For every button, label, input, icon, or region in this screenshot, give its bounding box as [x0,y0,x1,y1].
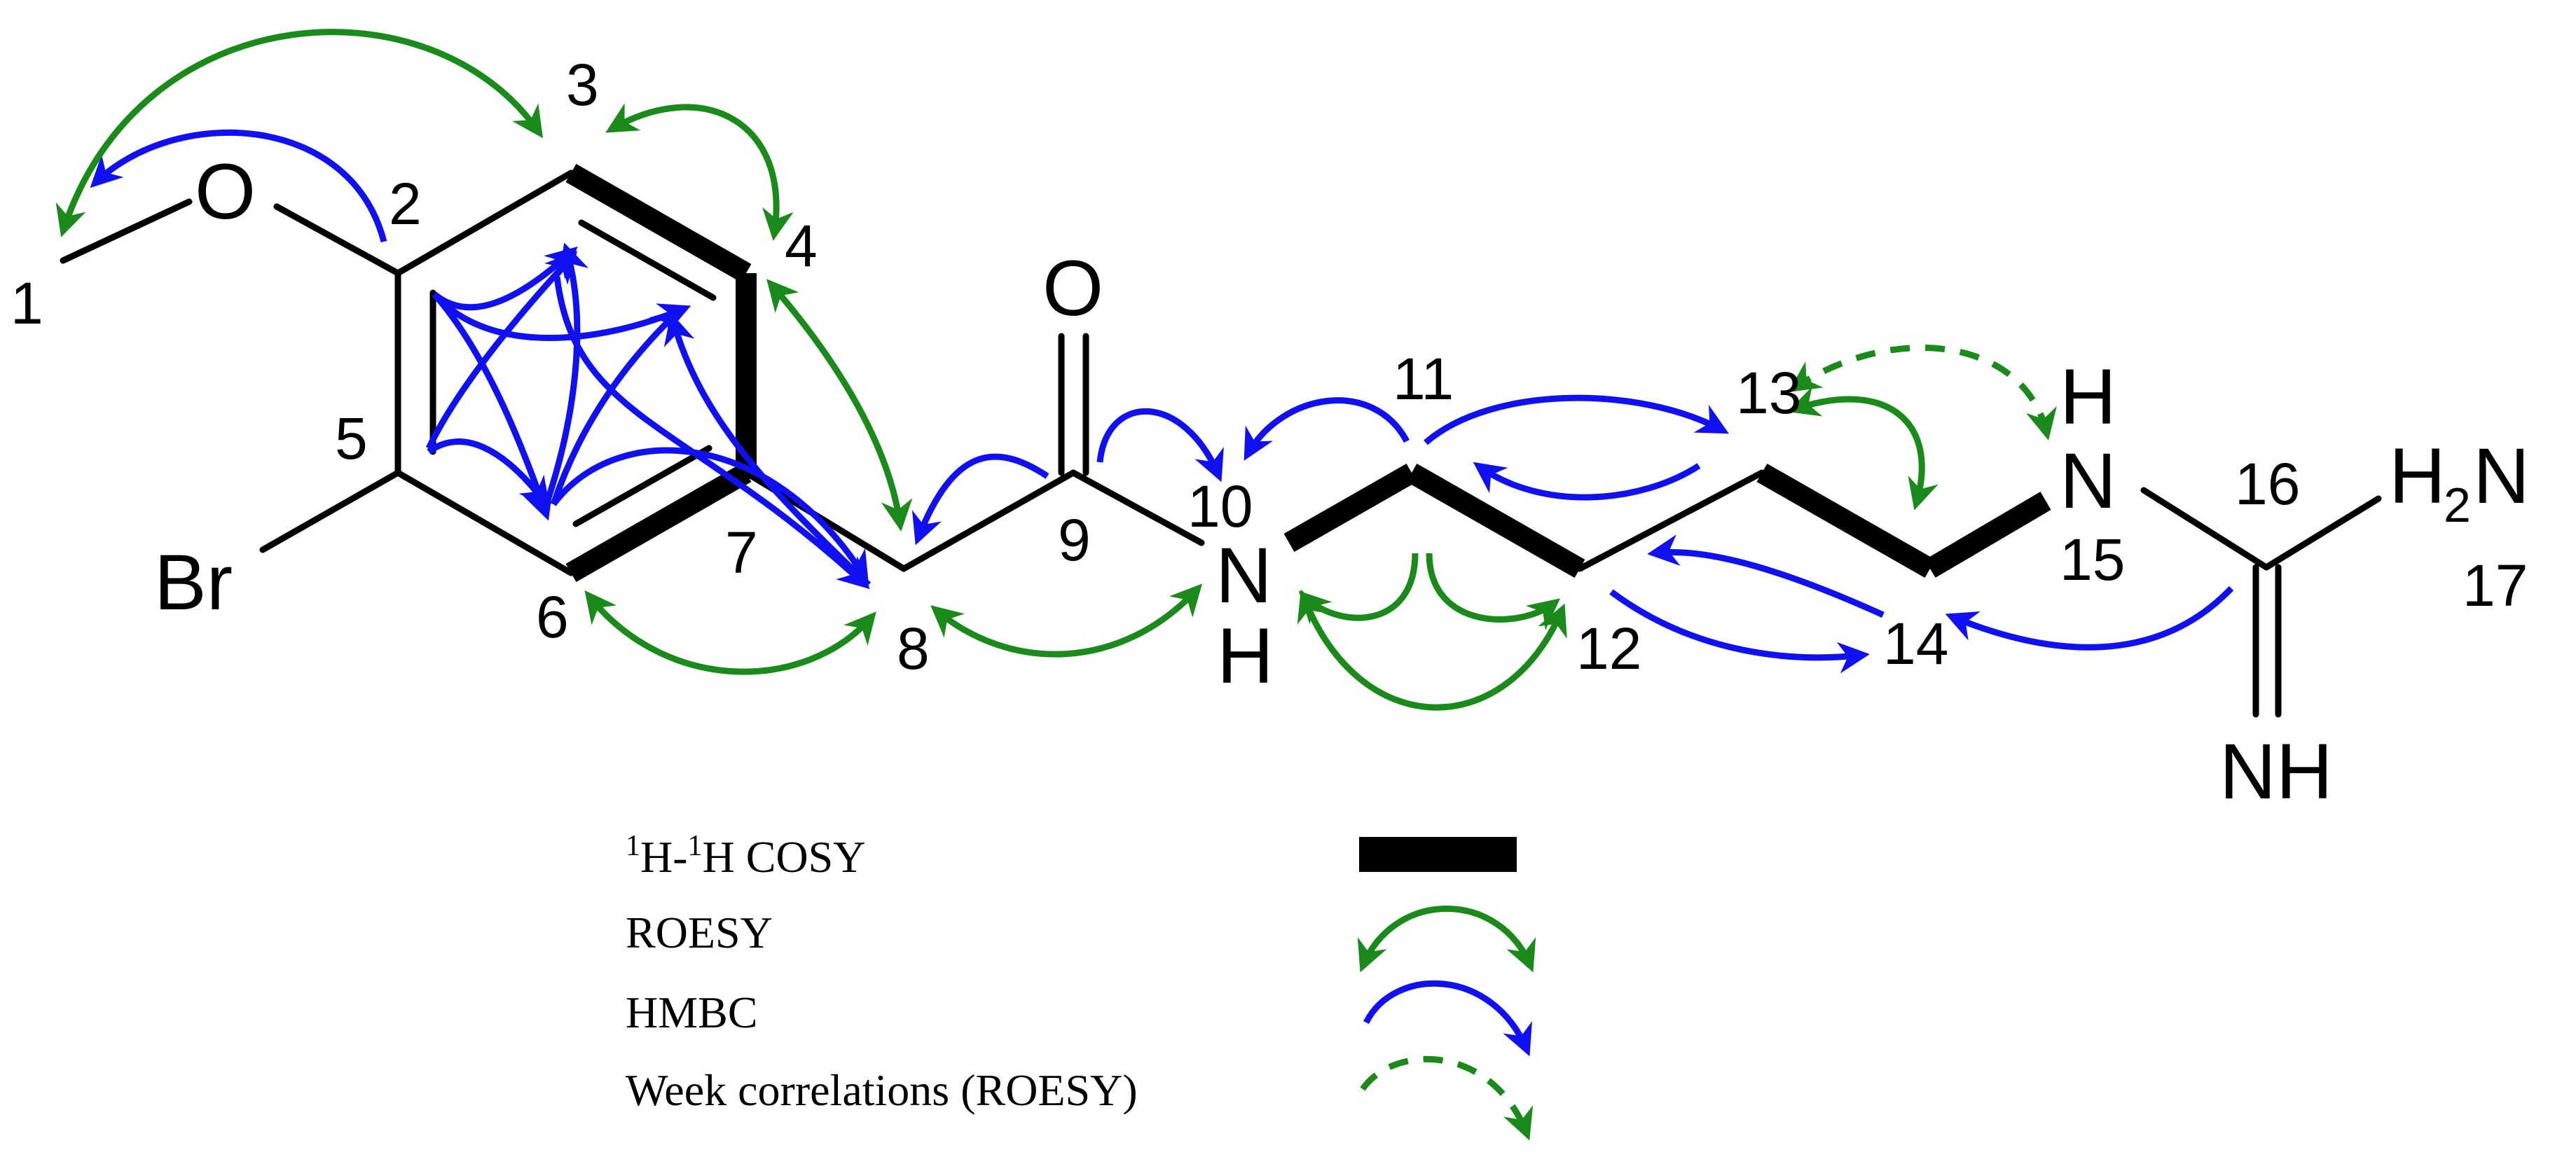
number-1: 1 [11,270,43,336]
roesy-correlations [55,29,1938,711]
cosy-bond-c11-c12 [1406,463,1585,578]
hmbc-arrow-5-6 [427,438,551,510]
cosy-bond-c13-c14 [1756,463,1936,578]
roesy-arrow-11-10 [1298,553,1419,625]
hmbc-arrow-8-4 [663,312,872,588]
legend-cosy-sup1: 1 [626,830,640,862]
bond-c1-o [60,198,193,264]
hmbc-arrow-16-14 [1945,586,2234,651]
bond-o-c2 [273,203,401,277]
hmbc-arrow-6-4 [550,307,683,506]
legend-cosy-sup2: 1 [688,830,703,862]
number-2: 2 [389,171,422,237]
number-17: 17 [2463,553,2528,618]
bond-c12-c13 [1576,469,1765,572]
number-3: 3 [566,52,599,118]
bond-c16-n17 [2263,495,2382,571]
hmbc-arrow-9-8 [911,453,1049,546]
atom-imine-nh: NH [2219,728,2333,815]
atom-h2n-h: H [2389,432,2446,520]
legend-cosy-h1: H- [640,832,688,882]
atom-h2n-subscript: 2 [2444,478,2471,532]
hmbc-arrow-14-12 [1647,534,1885,618]
roesy-arrow-3-4 [605,103,794,241]
bond-c2-c3 [394,169,574,277]
hmbc-arrow-11-13 [1424,394,1729,445]
bond-c5-br [259,469,401,553]
cosy-bond-c7-c6 [565,463,752,583]
roesy-arrow-1-3 [55,29,544,237]
hmbc-arrow-5-3 [425,251,578,450]
legend-hmbc-swatch [1363,980,1532,1057]
number-13: 13 [1736,360,1801,426]
roesy-arrow-11-12 [1426,553,1561,631]
atom-o-carbonyl: O [1042,244,1103,332]
hmbc-arrow-12-14 [1609,589,1870,674]
number-5: 5 [335,406,368,471]
atom-o-methoxy: O [195,148,256,235]
legend-roesy-label: ROESY [626,908,773,957]
roesy-arrow-8-10 [930,583,1203,658]
bond-c9-n10 [1070,469,1205,546]
atom-n10: N [1215,532,1272,619]
number-11: 11 [1393,346,1454,412]
cosy-bond-c14-n15 [1924,492,2051,578]
skeleton-bonds [60,169,2382,718]
atom-bromine: Br [154,539,233,626]
number-14: 14 [1883,611,1948,677]
number-8: 8 [897,616,930,681]
legend-weak-swatch [1360,1055,1534,1141]
atom-n15-h: H [2060,353,2116,441]
roesy-arrow-4-8 [766,279,913,532]
number-4: 4 [785,213,818,279]
number-6: 6 [536,584,569,650]
bond-c8-c9 [900,469,1077,572]
hmbc-arrow-9-10 [1096,408,1224,483]
legend-weak-label: Week correlations (ROESY) [626,1065,1138,1115]
legend-cosy-h2: H COSY [703,832,866,882]
legend: 1H-1H COSY ROESY HMBC Week correlations … [626,830,1536,1141]
roesy-arrow-6-8 [584,590,876,675]
number-12: 12 [1576,616,1641,681]
roesy-arrow-13-14 [1787,386,1938,511]
hmbc-arrow-6-3 [543,242,589,506]
number-10: 10 [1187,473,1253,539]
legend-hmbc-label: HMBC [626,988,758,1037]
atom-labels: O Br O N H H N H 2 N NH [154,148,2530,815]
bond-c5-c6 [394,469,574,576]
atom-n10-h: H [1217,612,1274,700]
atom-h2n-n: N [2473,432,2530,520]
roesy-arrow-10-12 [1297,589,1567,711]
number-15: 15 [2060,527,2125,593]
hmbc-arrow-11-10 [1244,397,1410,461]
weak-roesy-arrow-13-15 [1788,345,2057,441]
position-numbers: 1 2 3 4 5 6 7 8 9 10 11 12 13 14 15 16 1… [11,52,2528,681]
number-9: 9 [1058,507,1091,573]
cosy-bond-n10-c11 [1283,463,1417,553]
legend-roesy-swatch [1357,906,1536,973]
bond-n15-c16 [2140,487,2270,571]
cosy-bond-c3-c4 [565,163,752,283]
number-16: 16 [2235,451,2300,517]
hmbc-arrow-13-11 [1473,462,1701,501]
number-7: 7 [725,520,758,586]
bond-c3-c4-inner [578,219,717,301]
bond-c6-c7-inner [572,445,712,527]
legend-cosy-label: 1H-1H COSY [626,830,865,882]
legend-cosy-swatch [1359,837,1517,872]
atom-n15: N [2060,437,2116,525]
